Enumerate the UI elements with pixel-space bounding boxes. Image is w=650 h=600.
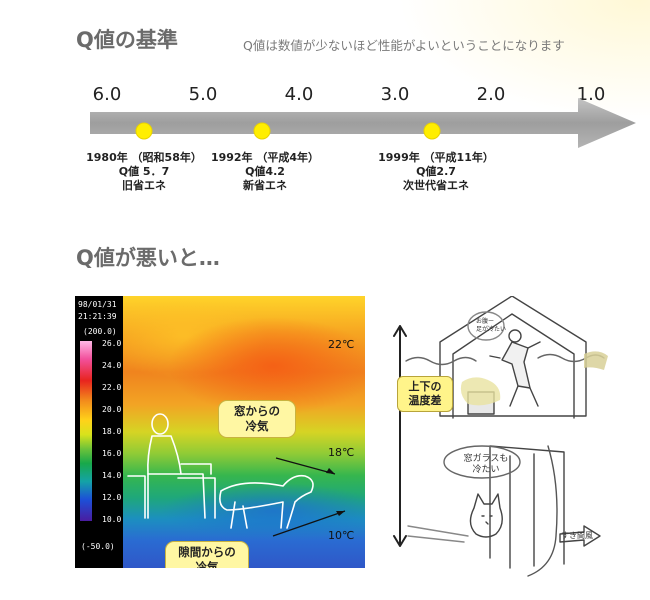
scale-tick: 3.0	[380, 84, 410, 105]
thermal-color-scale	[80, 341, 92, 521]
person-body	[147, 435, 182, 475]
scale-label: 24.0	[102, 361, 122, 370]
section1-heading: Q値の基準	[76, 28, 178, 52]
thermal-image: 98/01/31 21:21:39 (200.0) 26.0 24.0 22.0…	[75, 296, 365, 568]
scale-tick: 1.0	[576, 84, 606, 105]
girl-speech-bubble	[467, 311, 505, 341]
milestone-1992: 1992年 （平成4年） Q値4.2 新省エネ	[190, 151, 340, 193]
girl-limbs	[489, 341, 541, 407]
scale-label: 14.0	[102, 471, 122, 480]
callout-line: 隙間からの	[178, 545, 236, 559]
milestone-standard: 次世代省エネ	[403, 179, 469, 192]
milestone-dot	[253, 122, 271, 140]
scale-label: 10.0	[102, 515, 122, 524]
callout-line: 冷気	[195, 560, 219, 568]
draft-curve	[527, 445, 558, 577]
arrow-shape	[90, 98, 636, 148]
callout-window-draft: 窓からの 冷気	[218, 400, 296, 438]
girl-body	[501, 341, 531, 389]
girl-head	[508, 329, 522, 343]
scale-tick: 2.0	[476, 84, 506, 105]
milestone-year: 1999年 （平成11年）	[378, 151, 494, 164]
callout-pointer-head	[336, 511, 345, 516]
dog-outline	[219, 474, 314, 529]
scale-tick: 5.0	[188, 84, 218, 105]
thermal-silhouettes	[127, 413, 346, 537]
house-sketch	[393, 296, 608, 577]
draft-arrow-label: すき間風	[561, 531, 593, 540]
callout-pointer-window	[275, 457, 336, 475]
scale-label: 16.0	[102, 449, 122, 458]
callout-line: 冷気	[245, 419, 269, 433]
cat-face	[481, 515, 493, 525]
bubble-line: 窓ガラスも	[463, 454, 509, 464]
temp-bottom: 10℃	[328, 529, 355, 542]
milestone-year: 1992年 （平成4年）	[210, 151, 320, 164]
wavy-arrow-left	[405, 356, 477, 366]
house-outline	[439, 296, 587, 417]
milestone-standard: 旧省エネ	[122, 179, 166, 192]
callout-pointer-gap	[272, 510, 346, 537]
girl-bubble-text: お腹ー 足が冷たい	[476, 318, 506, 334]
scale-label: 22.0	[102, 383, 122, 392]
vertical-double-arrow	[393, 325, 407, 547]
scale-tick: 6.0	[92, 84, 122, 105]
label-line: 上下の	[408, 380, 442, 393]
scale-label: 20.0	[102, 405, 122, 414]
scale-tick: 4.0	[284, 84, 314, 105]
scale-label: 26.0	[102, 339, 122, 348]
cat-bubble-text: 窓ガラスも 冷たい	[454, 454, 518, 476]
bench	[177, 463, 216, 519]
section1-note: Q値は数値が少ないほど性能がよいということになります	[243, 38, 565, 53]
callout-line: 窓からの	[234, 404, 280, 418]
thermal-time: 21:21:39	[78, 312, 117, 321]
cat-speech-bubble	[443, 445, 521, 479]
house-inner-outline	[452, 313, 575, 419]
milestone-year: 1980年 （昭和58年）	[86, 151, 202, 164]
scale-label: 12.0	[102, 493, 122, 502]
milestone-q-value: Q値2.7	[416, 165, 456, 178]
thermal-scale-panel: 98/01/31 21:21:39 (200.0) 26.0 24.0 22.0…	[75, 296, 123, 568]
milestone-q-value: Q値4.2	[245, 165, 285, 178]
temp-middle: 18℃	[328, 446, 355, 459]
thermal-scale-min: (-50.0)	[81, 542, 115, 551]
chair	[127, 475, 146, 519]
milestone-1980: 1980年 （昭和58年） Q値 5．7 旧省エネ	[69, 151, 219, 193]
window-frame	[489, 445, 565, 565]
draft-arrow	[559, 525, 601, 547]
bubble-line: お腹ー	[476, 318, 495, 325]
bubble-line: 冷たい	[472, 465, 500, 475]
label-line: 温度差	[408, 394, 442, 407]
person-legs	[147, 473, 206, 519]
cat-outline	[469, 493, 503, 538]
milestone-dot	[423, 122, 441, 140]
thermal-date: 98/01/31	[78, 300, 117, 309]
milestone-standard: 新省エネ	[243, 179, 287, 192]
temp-top: 22℃	[328, 338, 355, 351]
milestone-1999: 1999年 （平成11年） Q値2.7 次世代省エネ	[361, 151, 511, 193]
thermal-scale-max: (200.0)	[83, 327, 117, 336]
scale-label: 18.0	[102, 427, 122, 436]
person-head	[151, 413, 169, 435]
temperature-difference-label: 上下の 温度差	[397, 376, 453, 412]
floor-lines	[407, 525, 469, 543]
bubble-line: 足が冷たい	[476, 326, 507, 333]
callout-gap-draft: 隙間からの 冷気	[165, 541, 249, 568]
milestone-q-value: Q値 5．7	[118, 165, 170, 178]
milestone-dot	[135, 122, 153, 140]
window-mullions	[509, 453, 535, 569]
warm-air-blob	[460, 377, 501, 406]
section2-heading: Q値が悪いと…	[76, 246, 220, 270]
callout-pointer-head	[326, 468, 335, 474]
warm-air-out	[584, 351, 608, 370]
q-value-scale-arrow	[90, 98, 636, 148]
